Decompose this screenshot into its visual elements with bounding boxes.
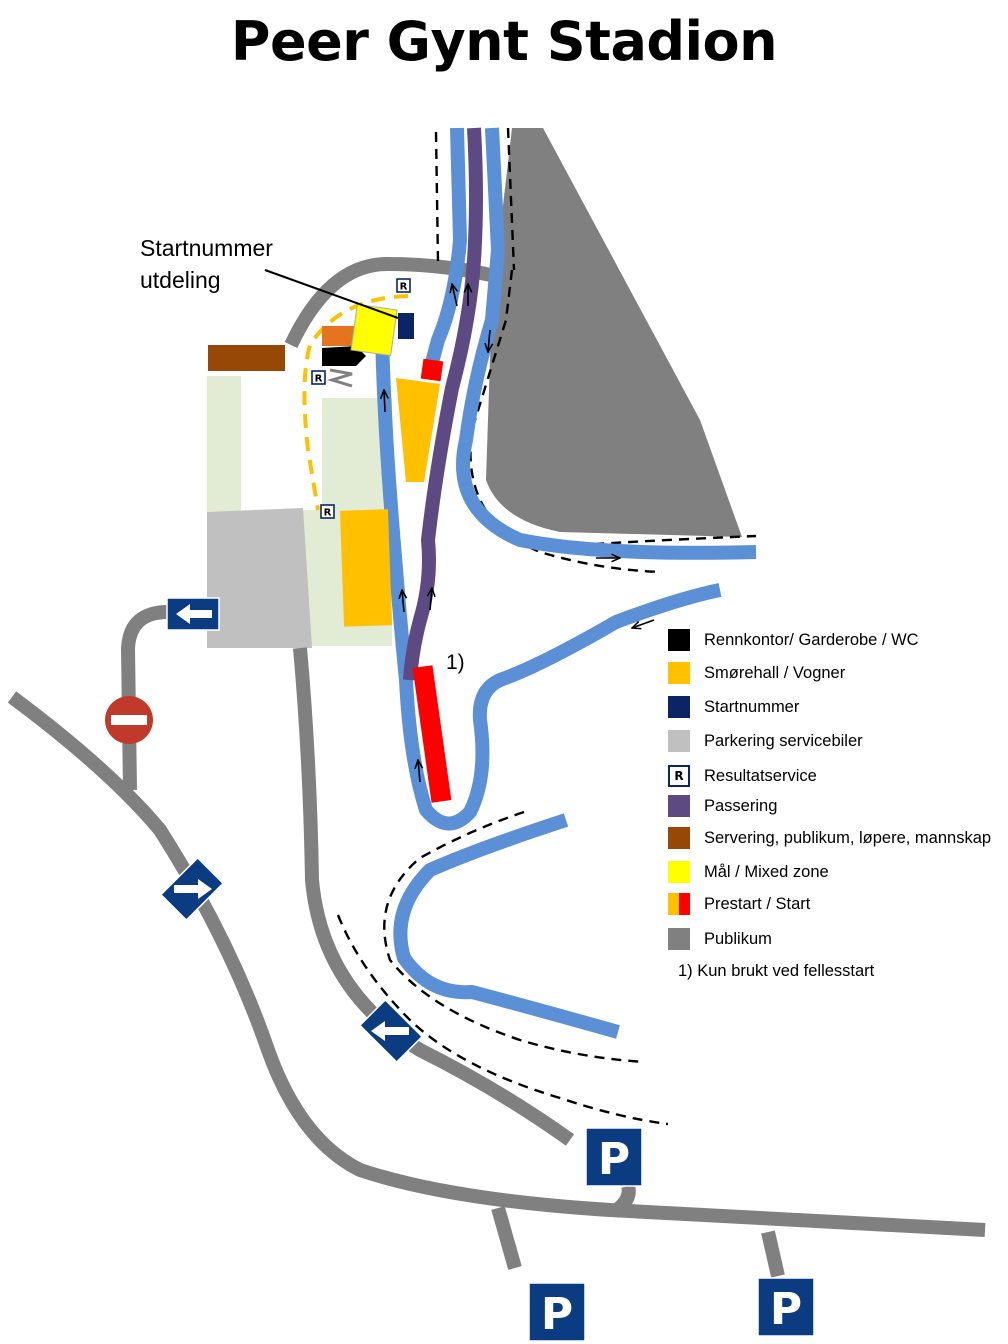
green-area-left	[207, 376, 241, 514]
legend-swatch-serving	[668, 827, 690, 849]
mixed-zone-fence	[302, 294, 409, 511]
direction-arrow	[384, 390, 385, 413]
public-area	[486, 128, 742, 537]
legend-item-service-parking: Parkering servicebiler	[668, 729, 1008, 753]
svg-text:R: R	[324, 508, 332, 519]
direction-arrow	[452, 284, 457, 307]
fence-top-left	[434, 131, 440, 263]
one-way-left-sign	[166, 597, 220, 631]
legend-label: Startnummer	[704, 698, 800, 716]
svg-text:P: P	[598, 1134, 630, 1185]
legend-swatch-service-parking	[668, 730, 690, 752]
legend-item-result: R Resultatservice	[668, 764, 1008, 788]
legend-swatch-result: R	[668, 765, 690, 787]
direction-arrow	[402, 590, 404, 613]
result-service-badge: R	[320, 504, 335, 519]
mass-start-note-marker: 1)	[446, 651, 465, 674]
track-upper-right	[456, 127, 757, 560]
svg-text:P: P	[770, 1284, 802, 1335]
service-parking-area	[207, 508, 312, 648]
legend-swatch-public	[668, 928, 690, 950]
one-way-down-sign	[159, 856, 225, 922]
svg-text:P: P	[541, 1289, 573, 1340]
legend-item-passing: Passering	[668, 794, 1008, 818]
road-entry-loop	[121, 605, 169, 791]
legend-item-public: Publikum	[668, 927, 1008, 951]
legend-swatch-finish	[668, 861, 690, 883]
wax-cabin-upper	[396, 378, 440, 482]
legend-item-finish: Mål / Mixed zone	[668, 860, 1008, 884]
legend-item-bib: Startnummer	[668, 695, 1008, 719]
svg-text:R: R	[315, 374, 323, 385]
legend-item-wax: Smørehall / Vogner	[668, 661, 1008, 685]
legend-label: Passering	[704, 797, 778, 815]
track-finish-straight	[375, 333, 722, 831]
legend-label: Parkering servicebiler	[704, 732, 863, 750]
legend-item-office: Rennkontor/ Garderobe / WC	[668, 628, 1008, 652]
direction-arrow	[488, 329, 490, 352]
parking-sign-3: P	[757, 1277, 815, 1337]
legend-label: Resultatservice	[704, 767, 817, 785]
legend-label: Servering, publikum, løpere, mannskap	[704, 829, 992, 847]
callout-line-1: Startnummer	[140, 235, 273, 261]
office-annex	[322, 326, 354, 346]
road-parking-spur-2	[761, 1230, 785, 1278]
legend-item-prestart-start: Prestart / Start	[668, 892, 1008, 916]
legend-note: 1) Kun brukt ved fellesstart	[678, 962, 875, 980]
road-inner	[293, 647, 575, 1146]
prestart-box	[420, 358, 444, 382]
road-parking-spur-1	[491, 1206, 522, 1270]
legend-item-serving: Servering, publikum, løpere, mannskap	[668, 826, 1008, 850]
wax-cabin-lower	[339, 509, 393, 627]
parking-sign-2: P	[528, 1282, 586, 1342]
legend-label: Smørehall / Vogner	[704, 664, 846, 682]
bib-office	[398, 313, 414, 339]
serving-building	[208, 345, 285, 371]
page-title: Peer Gynt Stadion	[230, 10, 778, 73]
road-parking-spur-3	[609, 1184, 636, 1218]
direction-arrow	[430, 588, 432, 611]
svg-text:R: R	[400, 282, 408, 293]
spiral-path	[326, 368, 353, 388]
callout-line-2: utdeling	[140, 267, 221, 293]
result-service-badge: R	[311, 370, 326, 385]
track-upper-left	[423, 127, 467, 372]
parking-sign-1: P	[585, 1127, 643, 1187]
one-way-up-sign	[358, 998, 424, 1064]
mass-start-area	[412, 665, 452, 803]
result-service-badge: R	[396, 278, 411, 293]
track-lower-loop	[393, 813, 620, 1039]
no-entry-sign	[105, 696, 153, 744]
bib-distribution-callout: Startnummer utdeling	[140, 232, 273, 296]
direction-arrow	[418, 760, 420, 783]
legend-swatch-office	[668, 629, 690, 651]
legend-swatch-prestart-start	[668, 893, 690, 915]
finish-building	[350, 303, 398, 357]
callout-pointer	[264, 269, 399, 319]
legend-label: Mål / Mixed zone	[704, 863, 829, 881]
legend-swatch-bib	[668, 696, 690, 718]
legend-swatch-wax	[668, 662, 690, 684]
legend-label: Rennkontor/ Garderobe / WC	[704, 631, 919, 649]
legend-label: Prestart / Start	[704, 895, 811, 913]
legend-label: Publikum	[704, 930, 772, 948]
road-main-diagonal	[7, 691, 986, 1237]
direction-arrow	[632, 619, 655, 628]
fence-top-right	[506, 127, 516, 271]
fence-lower-loop	[383, 810, 646, 1064]
legend-swatch-passing	[668, 795, 690, 817]
passing-track	[403, 127, 483, 681]
